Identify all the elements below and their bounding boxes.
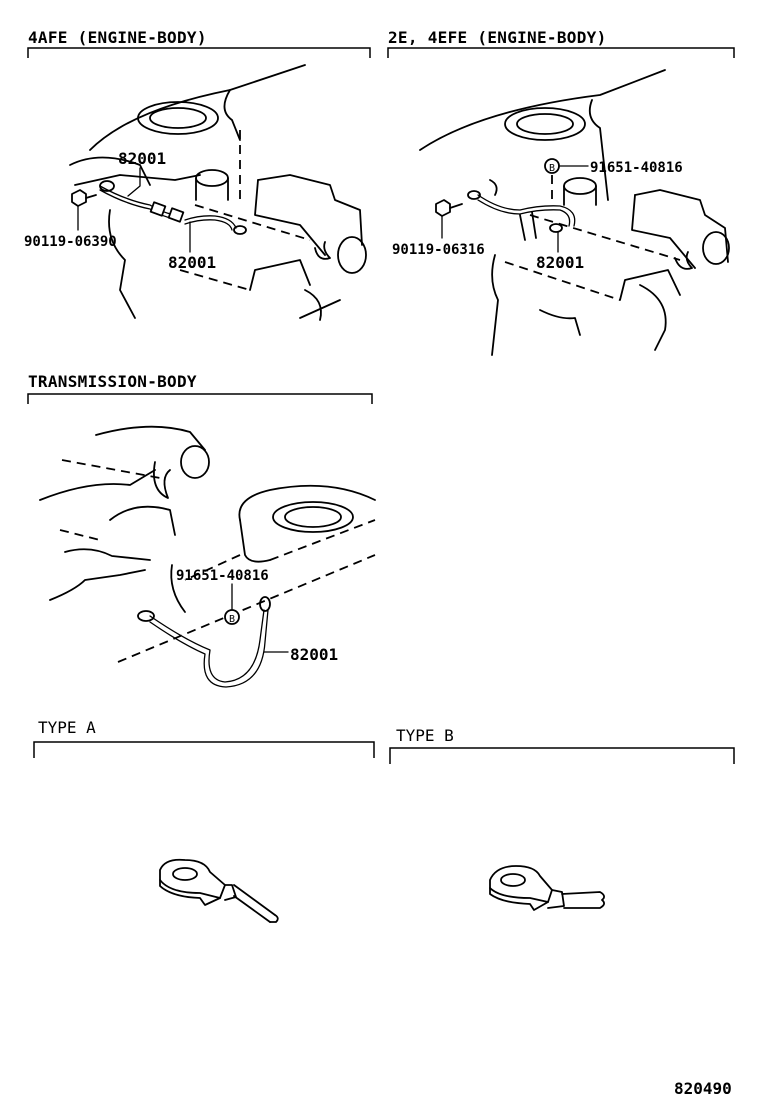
leader-4afe-cable-top bbox=[127, 167, 141, 197]
section-title-4afe: 4AFE (ENGINE-BODY) bbox=[28, 28, 207, 47]
engine-drawing-2e-4efe bbox=[419, 69, 730, 356]
section-bracket-type-b bbox=[389, 747, 735, 764]
callout-4afe-cable-top: 82001 bbox=[118, 149, 166, 168]
transmission-drawing bbox=[39, 425, 376, 688]
callout-transmission-cable: 82001 bbox=[290, 645, 338, 664]
section-bracket-2e-4efe bbox=[387, 47, 735, 58]
nut-symbol-letter: B bbox=[549, 163, 555, 174]
callout-2e-4efe-bolt: 90119-06316 bbox=[392, 242, 485, 258]
callout-4afe-cable-bottom: 82001 bbox=[168, 253, 216, 272]
section-title-transmission: TRANSMISSION-BODY bbox=[28, 372, 197, 391]
section-bracket-transmission bbox=[27, 393, 373, 404]
terminal-type-a-drawing bbox=[159, 858, 279, 923]
callout-4afe-bolt: 90119-06390 bbox=[24, 234, 117, 250]
figure-number: 820490 bbox=[674, 1079, 732, 1098]
section-title-2e-4efe: 2E, 4EFE (ENGINE-BODY) bbox=[388, 28, 607, 47]
section-title-type-a: TYPE A bbox=[38, 718, 96, 737]
section-bracket-type-a bbox=[33, 741, 375, 758]
section-2e-4efe-engine-body: 2E, 4EFE (ENGINE-BODY) bbox=[387, 28, 735, 356]
callout-transmission-nut: 91651-40816 bbox=[176, 568, 269, 584]
section-transmission-body: TRANSMISSION-BODY bbox=[27, 372, 376, 688]
section-type-b: TYPE B bbox=[389, 726, 735, 911]
callout-2e-4efe-nut: 91651-40816 bbox=[590, 160, 683, 176]
section-bracket-4afe bbox=[27, 47, 371, 58]
terminal-type-b-drawing bbox=[489, 865, 605, 911]
section-4afe-engine-body: 4AFE (ENGINE-BODY) bbox=[24, 28, 371, 321]
nut-symbol-2e-4efe: B bbox=[544, 158, 560, 174]
engine-drawing-4afe bbox=[69, 64, 367, 321]
nut-symbol-transmission: B bbox=[224, 609, 240, 625]
section-title-type-b: TYPE B bbox=[396, 726, 454, 745]
nut-symbol-letter: B bbox=[229, 614, 235, 625]
callout-2e-4efe-cable: 82001 bbox=[536, 253, 584, 272]
section-type-a: TYPE A bbox=[33, 718, 375, 923]
